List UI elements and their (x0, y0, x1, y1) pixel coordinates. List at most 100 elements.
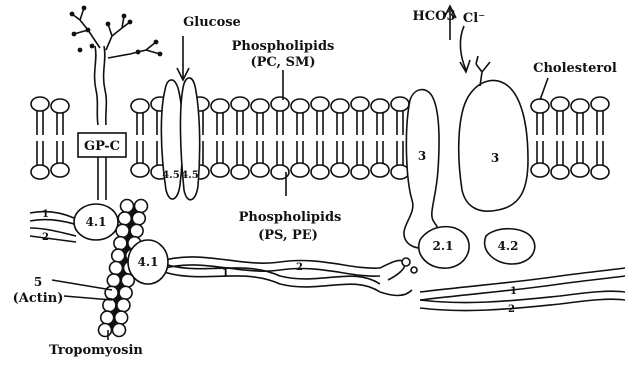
lipid-tail (237, 141, 243, 165)
actin-bead (118, 212, 131, 225)
lipid-tail (217, 113, 223, 135)
spectrin-2-left-label: 2 (42, 232, 49, 243)
lipid-tail (337, 113, 343, 135)
lipid-head (251, 163, 269, 177)
lipid-tail (57, 141, 63, 163)
spectrin-1-left-label: 1 (42, 209, 49, 220)
lipid-head (331, 163, 349, 177)
lipid-tail (357, 111, 363, 135)
actin-bead (99, 324, 112, 337)
lipid-head (551, 165, 569, 179)
lipid-head (211, 99, 229, 113)
actin-bead (116, 224, 129, 237)
phospholipids-bottom-label: Phospholipids (239, 210, 342, 225)
spectrin-1-mid-label: 1 (222, 268, 229, 279)
lipid-head (231, 97, 249, 111)
lipid-head (31, 165, 49, 179)
actin-bead (112, 249, 125, 262)
lipid-tail (397, 111, 403, 135)
pc-sm-label: (PC, SM) (250, 55, 315, 70)
lipid-head (291, 163, 309, 177)
ps-pe-label: (PS, PE) (258, 228, 318, 243)
lipid-head (371, 163, 389, 177)
actin-bead (117, 299, 130, 312)
lipid-head (351, 165, 369, 179)
lipid-head (551, 97, 569, 111)
lipid-tail (257, 141, 263, 163)
lipid-tail (577, 141, 583, 163)
lipid-head (51, 163, 69, 177)
lipid-head (371, 99, 389, 113)
lipid-tail (597, 141, 603, 165)
actin-bead (105, 286, 118, 299)
lipid-tail (317, 111, 323, 135)
lipid-head (311, 165, 329, 179)
lipid-head (331, 99, 349, 113)
band3-left-label: 3 (418, 149, 426, 163)
lipid-head (291, 99, 309, 113)
actin-bead (114, 237, 127, 250)
lipid-tail (377, 113, 383, 135)
lipid-tail (557, 111, 563, 135)
spectrin-2-right-label: 2 (508, 304, 515, 315)
lipid-head (131, 99, 149, 113)
band41-top-label: 4.1 (86, 215, 107, 229)
actin-bead (107, 274, 120, 287)
lipid-tail (137, 113, 143, 135)
actin-bead (130, 224, 143, 237)
lipid-tail (297, 141, 303, 163)
lipid-head (571, 99, 589, 113)
band21-label: 2.1 (433, 239, 454, 253)
glucose-label: Glucose (183, 15, 241, 30)
lipid-head (351, 97, 369, 111)
phospholipids-top-label: Phospholipids (232, 39, 335, 54)
lipid-tail (537, 113, 543, 135)
band42-label: 4.2 (498, 239, 519, 253)
lipid-head (31, 97, 49, 111)
lipid-tail (577, 113, 583, 135)
lipid-tail (217, 141, 223, 163)
band3-anion-exchanger: 3 3 HCO3̄ Cl⁻ (404, 6, 528, 248)
band45-left-label: 4.5 (162, 170, 179, 181)
spectrin-1-right-label: 1 (510, 286, 517, 297)
lipid-head (531, 163, 549, 177)
lipid-head (591, 97, 609, 111)
lipid-head (231, 165, 249, 179)
actin-bead (115, 311, 128, 324)
tropomyosin-label: Tropomyosin (49, 343, 143, 358)
spectrin-2-mid-label: 2 (296, 262, 303, 273)
lipid-head (251, 99, 269, 113)
hco3-label: HCO3̄ (413, 9, 456, 24)
lipid-tail (337, 141, 343, 163)
lipid-tail (57, 113, 63, 135)
lipid-head (591, 165, 609, 179)
lipid-tail (277, 141, 283, 165)
band45-right-label: 4.5 (181, 170, 198, 181)
lipid-tail (377, 141, 383, 163)
lipid-head (311, 97, 329, 111)
actin-label: (Actin) (13, 291, 64, 306)
lipid-head (571, 163, 589, 177)
lipid-tail (357, 141, 363, 165)
actin-bead (103, 299, 116, 312)
lipid-head (531, 99, 549, 113)
cl-label: Cl⁻ (463, 11, 485, 26)
actin-bead (119, 286, 132, 299)
gpc-label: GP-C (84, 139, 120, 154)
band41-mid-label: 4.1 (138, 255, 159, 269)
lipid-head (131, 163, 149, 177)
band3-right-label: 3 (491, 151, 499, 165)
actin-bead (113, 324, 126, 337)
lipid-tail (257, 113, 263, 135)
actin-bead (101, 311, 114, 324)
lipid-head (391, 97, 409, 111)
lipid-tail (37, 141, 43, 165)
actin-bead (132, 212, 145, 225)
band5-label: 5 (34, 275, 42, 289)
actin-bead (121, 200, 134, 213)
actin-bead (135, 200, 148, 213)
lipid-head (51, 99, 69, 113)
cholesterol-label: Cholesterol (533, 61, 617, 76)
lipid-tail (537, 141, 543, 163)
